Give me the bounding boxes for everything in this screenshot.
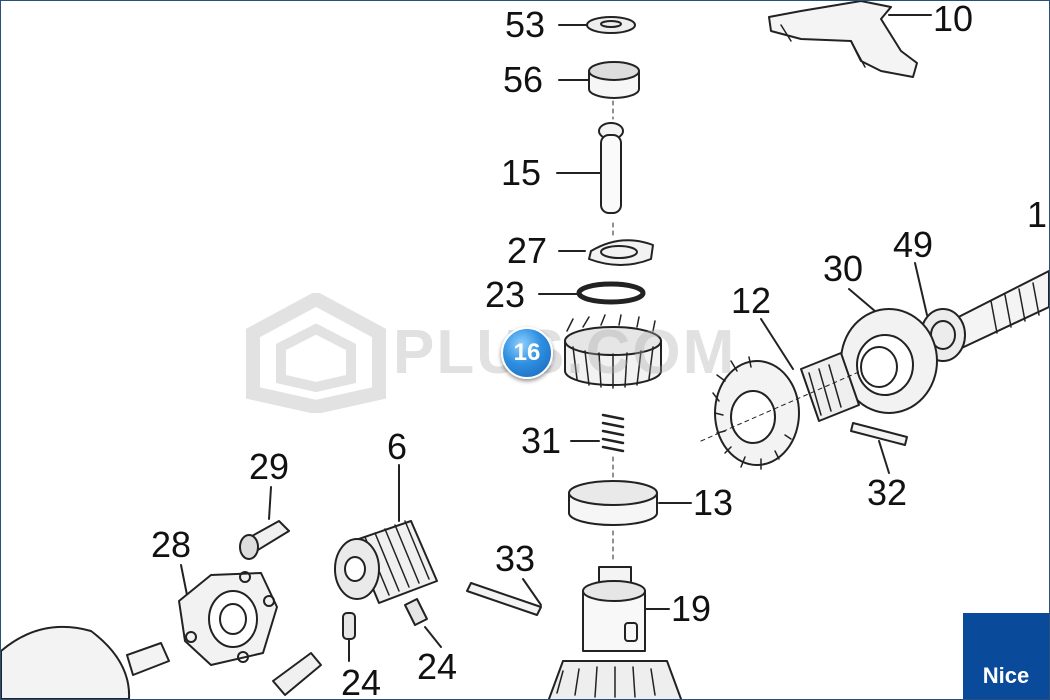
part-label-49: 49 (893, 224, 934, 265)
part-label-24: 24 (341, 662, 382, 700)
part-label-29: 29 (249, 446, 290, 487)
part-label-12: 12 (731, 280, 772, 321)
part-label-27: 27 (507, 230, 548, 271)
brand-logo: Nice (963, 613, 1049, 699)
part-label-53: 53 (505, 4, 546, 45)
part-label-28: 28 (151, 524, 192, 565)
part-label-30: 30 (823, 248, 864, 289)
part-label-13: 13 (693, 482, 734, 523)
part-label-1: 1 (1027, 194, 1048, 235)
part-label-6: 6 (387, 426, 408, 467)
part-label-19: 19 (671, 588, 712, 629)
part-hotspot-16[interactable]: 16 (501, 327, 553, 379)
part-label-15: 15 (501, 152, 542, 193)
part-label-23: 23 (485, 274, 526, 315)
part-label-56: 56 (503, 59, 544, 100)
part-label-10: 10 (933, 0, 974, 39)
part-label-31: 31 (521, 420, 562, 461)
part-label-32: 32 (867, 472, 908, 513)
part-label-24: 24 (417, 646, 458, 687)
part-label-33: 33 (495, 538, 536, 579)
